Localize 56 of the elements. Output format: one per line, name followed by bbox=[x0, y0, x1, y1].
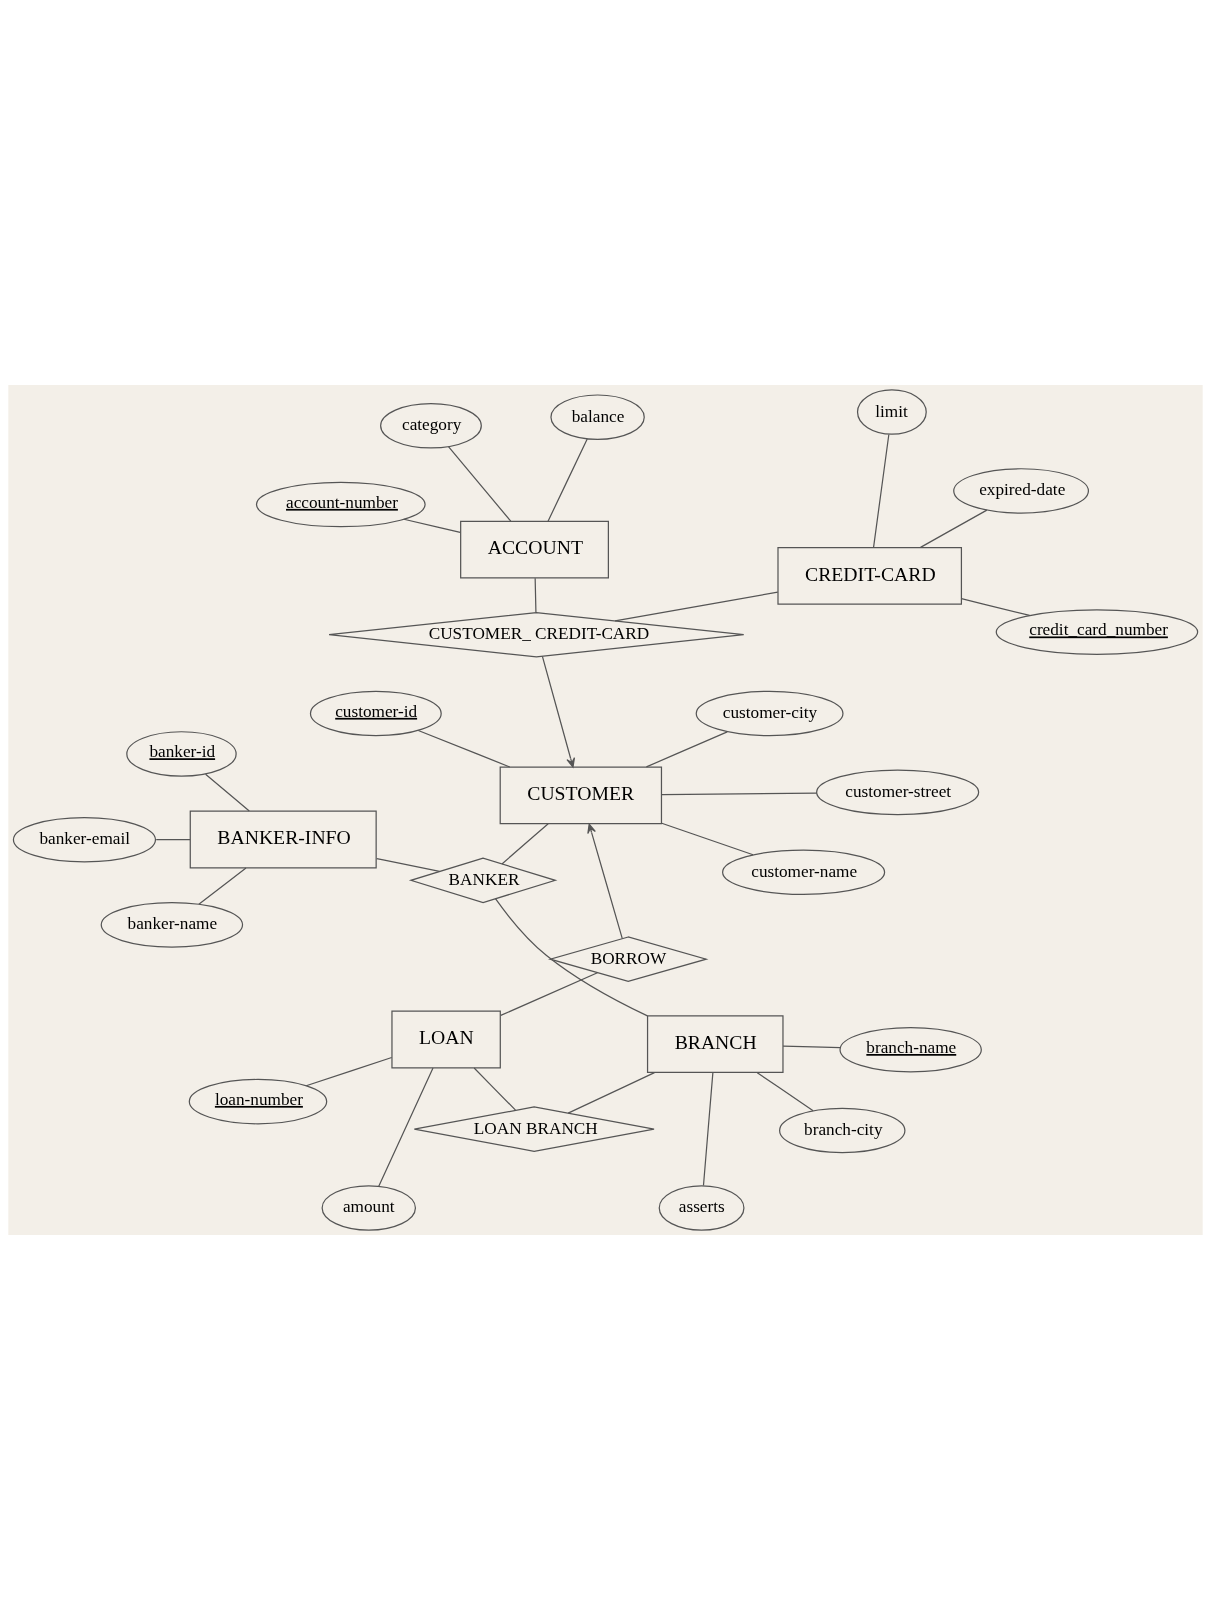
connector bbox=[702, 1071, 714, 1186]
connector bbox=[534, 577, 537, 613]
node-ellipse: customer-id bbox=[309, 690, 442, 736]
connector bbox=[155, 838, 191, 840]
arrow bbox=[541, 655, 576, 768]
node-ellipse: limit bbox=[856, 388, 927, 435]
node-box: CUSTOMER bbox=[499, 765, 663, 824]
node-diamond: BORROW bbox=[548, 935, 709, 982]
connector bbox=[872, 433, 890, 548]
node-box: LOAN bbox=[391, 1010, 501, 1068]
connector bbox=[494, 897, 649, 1016]
node-ellipse: credit_card_number bbox=[995, 608, 1199, 655]
connector bbox=[376, 857, 441, 872]
connector bbox=[547, 437, 588, 522]
node-box: BRANCH bbox=[646, 1014, 784, 1073]
node-ellipse: banker-name bbox=[100, 901, 244, 948]
connector bbox=[198, 866, 247, 905]
node-ellipse: customer-name bbox=[722, 848, 886, 895]
node-box: ACCOUNT bbox=[460, 520, 609, 579]
node-ellipse: banker-email bbox=[12, 816, 157, 862]
connector bbox=[378, 1067, 434, 1187]
connector bbox=[501, 822, 549, 865]
connector bbox=[645, 730, 728, 768]
node-ellipse: loan-number bbox=[188, 1078, 328, 1124]
connector bbox=[614, 591, 779, 621]
node-diamond: LOAN BRANCH bbox=[413, 1105, 655, 1152]
connector bbox=[661, 822, 754, 855]
connector bbox=[403, 518, 461, 533]
node-ellipse: customer-city bbox=[695, 690, 844, 736]
connector bbox=[500, 971, 599, 1016]
node-ellipse: branch-name bbox=[839, 1026, 982, 1072]
connector bbox=[567, 1071, 656, 1114]
node-ellipse: banker-id bbox=[126, 730, 237, 777]
connector bbox=[473, 1066, 517, 1111]
node-ellipse: branch-city bbox=[779, 1107, 906, 1153]
connector bbox=[661, 792, 818, 795]
arrow bbox=[587, 823, 623, 939]
node-box: BANKER-INFO bbox=[189, 810, 377, 868]
node-ellipse: account-number bbox=[255, 481, 426, 527]
connector bbox=[447, 445, 512, 522]
node-ellipse: amount bbox=[321, 1184, 417, 1231]
node-ellipse: customer-street bbox=[816, 769, 980, 815]
node-diamond: CUSTOMER_ CREDIT-CARD bbox=[328, 611, 745, 657]
node-diamond: BANKER bbox=[408, 857, 558, 903]
node-box: CREDIT-CARD bbox=[777, 546, 963, 605]
connector bbox=[756, 1071, 814, 1111]
node-ellipse: expired-date bbox=[953, 467, 1090, 514]
connector bbox=[417, 729, 511, 768]
connector bbox=[204, 773, 250, 812]
connector bbox=[960, 597, 1031, 616]
connector bbox=[919, 509, 988, 548]
node-ellipse: balance bbox=[550, 393, 645, 440]
connector bbox=[305, 1056, 393, 1086]
node-ellipse: category bbox=[380, 402, 482, 449]
node-ellipse: asserts bbox=[658, 1184, 745, 1231]
connector bbox=[782, 1044, 841, 1048]
